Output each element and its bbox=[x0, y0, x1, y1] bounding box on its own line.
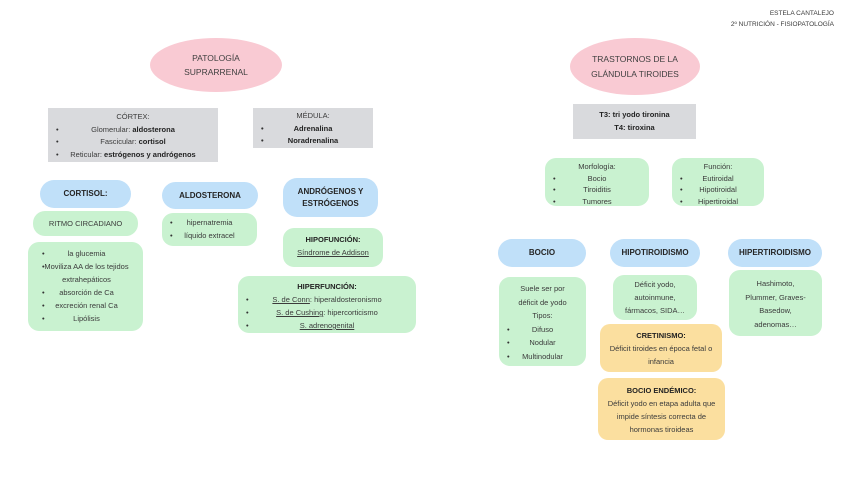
funcion-item: Hipotiroidal bbox=[672, 184, 764, 196]
tiroides-title-ellipse: TRASTORNOS DE LA GLÁNDULA TIROIDES bbox=[570, 38, 700, 95]
funcion-item: Hipertiroidal bbox=[672, 196, 764, 208]
morfologia-title: Morfología: bbox=[578, 162, 616, 171]
hipofuncion-title: HIPOFUNCIÓN: bbox=[305, 235, 361, 244]
cortex-item-hormone: aldosterona bbox=[132, 124, 175, 134]
suprarrenal-title-line1: PATOLOGÍA bbox=[192, 52, 240, 63]
ritmo-circadiano-pill: RITMO CIRCADIANO bbox=[33, 211, 138, 236]
cortex-item: Fascicular: cortisol bbox=[48, 136, 218, 149]
morfologia-item: Tiroiditis bbox=[545, 184, 649, 196]
cortisol-effect: excreción renal Ca bbox=[34, 299, 139, 312]
bocio-label: BOCIO bbox=[528, 248, 556, 258]
cortisol-effect: Lipólisis bbox=[34, 312, 139, 325]
androgenos-label-line2: ESTRÓGENOS bbox=[302, 198, 359, 208]
cretinismo-title: CRETINISMO: bbox=[636, 331, 686, 340]
cortex-item: Reticular: estrógenos y andrógenos bbox=[48, 149, 218, 162]
bocio-tipo: Difuso bbox=[499, 323, 586, 337]
hiperfuncion-desc: : hipercorticismo bbox=[323, 308, 378, 317]
cretinismo-box: CRETINISMO: Déficit tiroides en época fe… bbox=[600, 324, 722, 372]
bocio-endemico-title: BOCIO ENDÉMICO: bbox=[626, 386, 697, 395]
hiperfuncion-box: HIPERFUNCIÓN: S. de Conn: hiperaldostero… bbox=[238, 276, 416, 333]
hipofuncion-syndrome: Síndrome de Addison bbox=[297, 248, 369, 257]
cortex-item-layer: Reticular: bbox=[70, 149, 105, 159]
morfologia-item: Tumores bbox=[545, 196, 649, 208]
cortex-item-layer: Glomerular: bbox=[91, 124, 133, 134]
cortex-item: Glomerular: aldosterona bbox=[48, 124, 218, 137]
hipertiroidismo-label: HIPERTIROIDISMO bbox=[738, 248, 811, 258]
bocio-intro-line1: Suele ser por bbox=[520, 284, 565, 293]
credit-course: 2º NUTRICIÓN - FISIOPATOLOGÍA bbox=[730, 21, 834, 29]
bocio-pill: BOCIO bbox=[498, 239, 586, 267]
cortisol-effect: Moviliza AA de los tejidos extrahepático… bbox=[34, 260, 139, 286]
funcion-box: Función: Eutiroidal Hipotiroidal Hiperti… bbox=[672, 158, 764, 208]
funcion-title: Función: bbox=[703, 162, 733, 171]
hiperfuncion-item: S. de Cushing: hipercorticismo bbox=[238, 306, 416, 319]
cortex-item-hormone: cortisol bbox=[138, 137, 166, 146]
medula-item: Noradrenalina bbox=[253, 135, 373, 148]
bocio-detail-box: Suele ser por déficit de yodo Tipos: Dif… bbox=[499, 277, 586, 366]
tiroides-title-line1: TRASTORNOS DE LA bbox=[592, 54, 678, 65]
hipertiroidismo-causes-box: Hashimoto, Plummer, Graves-Basedow, aden… bbox=[729, 270, 822, 336]
ritmo-circadiano-label: RITMO CIRCADIANO bbox=[48, 219, 123, 228]
cortex-item-hormone: estrógenos y andrógenos bbox=[104, 149, 196, 159]
androgenos-label-line1: ANDRÓGENOS Y bbox=[297, 187, 364, 197]
bocio-intro-line2: déficit de yodo bbox=[518, 297, 567, 307]
bocio-endemico-box: BOCIO ENDÉMICO: Déficit yodo en etapa ad… bbox=[598, 378, 725, 440]
credit-author: ESTELA CANTALEJO bbox=[769, 10, 834, 17]
tiroides-title-line2: GLÁNDULA TIROIDES bbox=[591, 68, 679, 79]
cretinismo-text: Déficit tiroides en época fetal o infanc… bbox=[609, 344, 713, 366]
morfologia-item: Bocio bbox=[545, 173, 649, 185]
bocio-endemico-text: Déficit yodo en etapa adulta que impide … bbox=[607, 399, 716, 434]
hipofuncion-box: HIPOFUNCIÓN: Síndrome de Addison bbox=[283, 228, 383, 267]
hiperfuncion-item: S. adrenogenital bbox=[238, 319, 416, 332]
medula-box: MÉDULA: Adrenalina Noradrenalina bbox=[253, 108, 373, 148]
hipotiroidismo-label: HIPOTIROIDISMO bbox=[621, 248, 689, 258]
bocio-tipo: Multinodular bbox=[499, 350, 586, 364]
hipertiroidismo-causes: Hashimoto, Plummer, Graves-Basedow, aden… bbox=[745, 279, 806, 329]
cortisol-effects-box: la glucemia Moviliza AA de los tejidos e… bbox=[28, 242, 143, 331]
cortisol-pill: CORTISOL: bbox=[40, 180, 131, 208]
cortisol-effect: la glucemia bbox=[34, 247, 139, 260]
hiperfuncion-syndrome: S. adrenogenital bbox=[299, 321, 355, 330]
androgenos-pill: ANDRÓGENOS Y ESTRÓGENOS bbox=[283, 178, 378, 217]
hiperfuncion-desc: : hiperaldosteronismo bbox=[309, 295, 382, 304]
bocio-tipos-title: Tipos: bbox=[532, 311, 553, 320]
bocio-tipo: Nodular bbox=[499, 336, 586, 350]
funcion-item: Eutiroidal bbox=[672, 173, 764, 185]
hipotiroidismo-causes-box: Déficit yodo, autoinmune, fármacos, SIDA… bbox=[613, 275, 697, 320]
hormona-t3: T3: tri yodo tironina bbox=[599, 110, 670, 119]
suprarrenal-title-line2: SUPRARRENAL bbox=[184, 67, 248, 77]
medula-item: Adrenalina bbox=[253, 123, 373, 136]
hipotiroidismo-pill: HIPOTIROIDISMO bbox=[610, 239, 700, 267]
hiperfuncion-syndrome: S. de Conn bbox=[272, 295, 310, 304]
aldosterona-label: ALDOSTERONA bbox=[179, 190, 241, 200]
suprarrenal-title-ellipse: PATOLOGÍA SUPRARRENAL bbox=[150, 38, 282, 92]
page-credit: ESTELA CANTALEJO 2º NUTRICIÓN - FISIOPAT… bbox=[731, 8, 834, 30]
medula-title: MÉDULA: bbox=[296, 111, 330, 120]
cortex-item-layer: Fascicular: bbox=[100, 137, 139, 146]
hipotiroidismo-causes: Déficit yodo, autoinmune, fármacos, SIDA… bbox=[624, 280, 685, 315]
cortisol-effect: absorción de Ca bbox=[34, 286, 139, 299]
hormonas-tiroideas-box: T3: tri yodo tironina T4: tiroxina bbox=[573, 104, 696, 139]
aldosterona-pill: ALDOSTERONA bbox=[162, 182, 258, 209]
aldosterona-effect: hipernatremia bbox=[162, 216, 257, 229]
hiperfuncion-item: S. de Conn: hiperaldosteronismo bbox=[238, 293, 416, 306]
morfologia-box: Morfología: Bocio Tiroiditis Tumores bbox=[545, 158, 649, 208]
cortex-box: CÓRTEX: Glomerular: aldosterona Fascicul… bbox=[48, 108, 218, 162]
hipertiroidismo-pill: HIPERTIROIDISMO bbox=[728, 239, 822, 267]
hiperfuncion-title: HIPERFUNCIÓN: bbox=[297, 282, 357, 291]
aldosterona-effect: líquido extracel bbox=[162, 229, 257, 242]
cortex-title: CÓRTEX: bbox=[116, 112, 150, 121]
cortisol-label: CORTISOL: bbox=[63, 189, 108, 199]
hiperfuncion-syndrome: S. de Cushing bbox=[276, 308, 324, 317]
hormona-t4: T4: tiroxina bbox=[614, 123, 655, 132]
aldosterona-effects-box: hipernatremia líquido extracel bbox=[162, 213, 257, 246]
